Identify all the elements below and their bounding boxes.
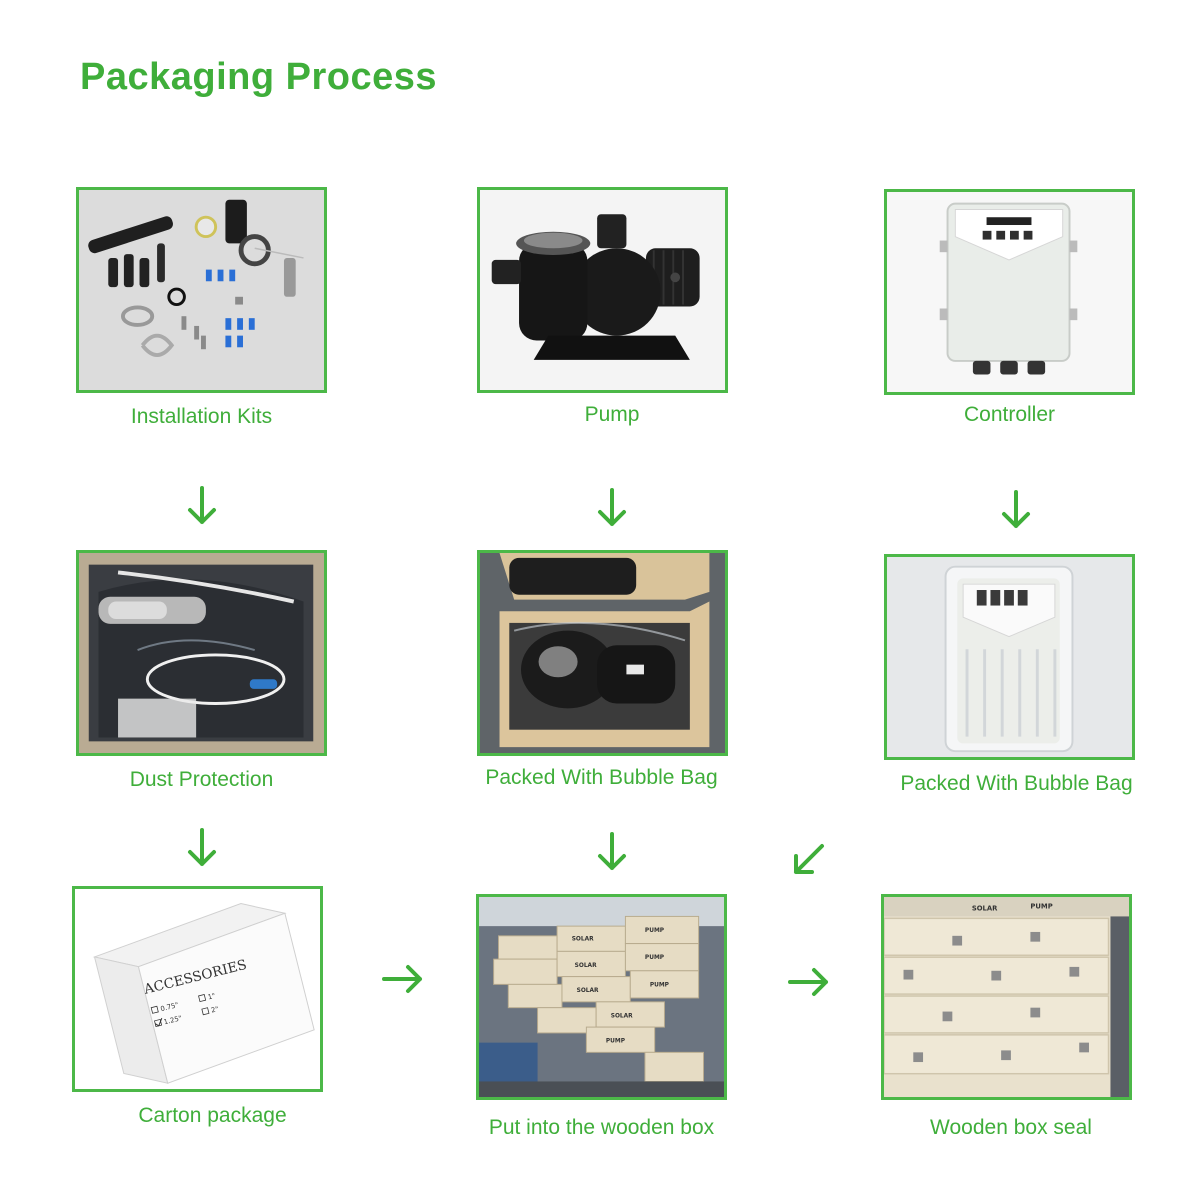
- photo-wooden-box-seal: SOLAR PUMP: [881, 894, 1132, 1100]
- arrow-down-icon: [598, 832, 626, 870]
- arrow-down-icon: [1002, 490, 1030, 528]
- box-print-pump-4: PUMP: [606, 1039, 626, 1045]
- box-print-pump-1: PUMP: [645, 928, 665, 934]
- box-print-pump-2: PUMP: [645, 955, 665, 961]
- caption-controller: Controller: [963, 403, 1056, 426]
- photo-pump: [477, 187, 728, 393]
- caption-wooden-box-seal: Wooden box seal: [930, 1116, 1092, 1139]
- caption-pump-bubble-bag: Packed With Bubble Bag: [485, 766, 718, 789]
- box-print-solar-3: SOLAR: [577, 988, 599, 994]
- photo-dust-protection: [76, 550, 327, 756]
- photo-carton-package: ACCESSORIES 0.75" 1" 1.25" 2": [72, 886, 323, 1092]
- arrow-bubble-to-box: [596, 832, 628, 872]
- caption-pump: Pump: [584, 403, 640, 426]
- arrow-carton-to-box: [382, 963, 424, 995]
- arrow-controller-bag-to-box: [790, 842, 826, 878]
- box-print-solar-4: SOLAR: [611, 1013, 633, 1019]
- arrow-pump-to-bubble: [596, 488, 628, 528]
- arrow-down-icon: [598, 488, 626, 526]
- box-print-solar-1: SOLAR: [572, 937, 594, 943]
- box-print-pump-3: PUMP: [650, 982, 670, 988]
- arrow-controller-to-bubble: [1000, 490, 1032, 530]
- seal-print-solar: SOLAR: [972, 905, 998, 913]
- seal-print-pump: PUMP: [1030, 903, 1052, 911]
- photo-installation-kits: [76, 187, 327, 393]
- arrow-right-icon: [788, 968, 828, 996]
- arrow-box-to-seal: [788, 966, 830, 998]
- photo-controller: [884, 189, 1135, 395]
- photo-wooden-box: SOLAR PUMP SOLAR PUMP SOLAR PUMP SOLAR P…: [476, 894, 727, 1100]
- caption-wooden-box: Put into the wooden box: [488, 1116, 715, 1139]
- carton-option-2: 2": [210, 1005, 219, 1015]
- arrow-right-icon: [382, 965, 422, 993]
- photo-pump-bubble-bag: [477, 550, 728, 756]
- arrow-down-icon: [188, 486, 216, 524]
- caption-dust-protection: Dust Protection: [129, 768, 274, 791]
- caption-installation-kits: Installation Kits: [130, 405, 273, 428]
- arrow-kits-to-dust: [186, 486, 218, 526]
- caption-controller-bubble-bag: Packed With Bubble Bag: [900, 772, 1133, 795]
- box-print-solar-2: SOLAR: [575, 963, 597, 969]
- page-title: Packaging Process: [80, 56, 438, 98]
- arrow-down-left-icon: [794, 844, 824, 874]
- arrow-dust-to-carton: [186, 828, 218, 868]
- caption-carton-package: Carton package: [138, 1104, 287, 1127]
- photo-controller-bubble-bag: [884, 554, 1135, 760]
- carton-option-1: 1": [207, 992, 216, 1002]
- arrow-down-icon: [188, 828, 216, 866]
